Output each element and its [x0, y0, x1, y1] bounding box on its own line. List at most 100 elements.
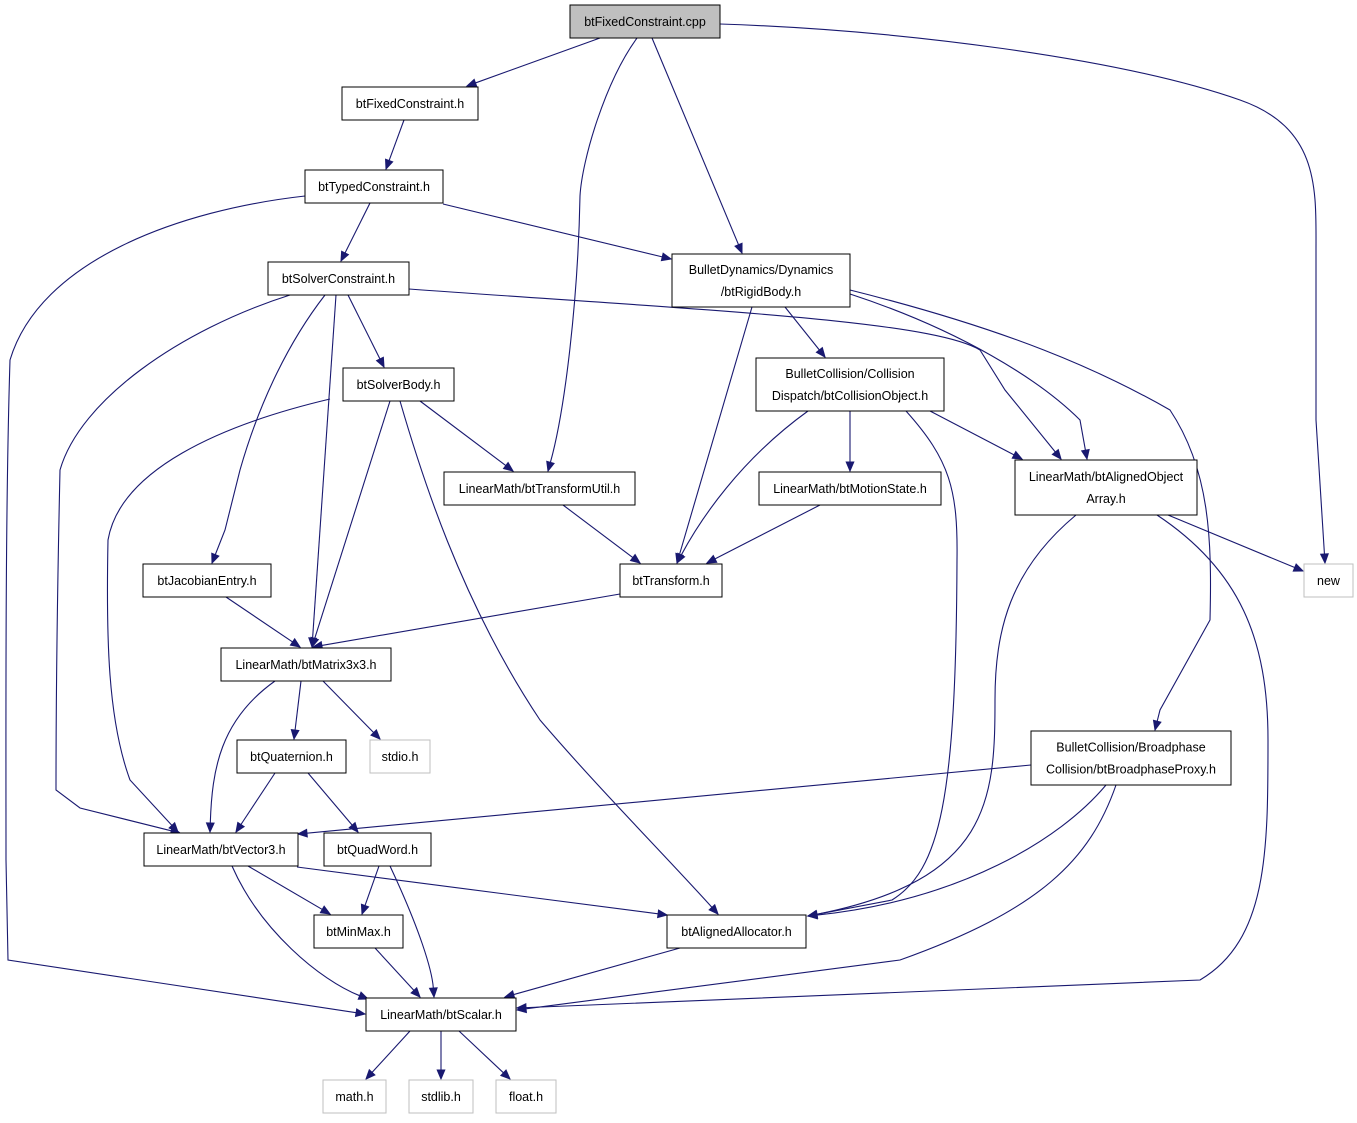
- node-newh[interactable]: new: [1303, 563, 1354, 598]
- edge-broad-to-alloc: [806, 784, 1107, 920]
- edge-arrowhead: [289, 637, 302, 648]
- edge-line: [849, 289, 1212, 722]
- edge-line: [1167, 514, 1295, 569]
- node-float[interactable]: float.h: [495, 1079, 557, 1114]
- edge-arrowhead: [357, 991, 370, 1000]
- edge-arrowhead: [428, 987, 438, 999]
- edge-line: [816, 784, 1107, 916]
- edge-arrowhead: [734, 242, 743, 255]
- node-box: [619, 563, 723, 598]
- edge-arrowhead: [290, 729, 300, 741]
- edge-arrowhead: [436, 1069, 446, 1081]
- node-box: [1030, 730, 1232, 786]
- node-broad[interactable]: BulletCollision/BroadphaseCollision/btBr…: [1030, 730, 1232, 786]
- edge-rigid-to-transform: [675, 306, 753, 565]
- edge-line: [214, 294, 326, 555]
- edge-line: [5, 195, 357, 1014]
- edge-root-to-rigid: [651, 37, 743, 255]
- edge-arrowhead: [1319, 553, 1329, 565]
- node-transform[interactable]: btTransform.h: [619, 563, 723, 598]
- edge-arrowhead: [515, 1004, 528, 1014]
- node-quat[interactable]: btQuaternion.h: [236, 739, 347, 774]
- node-matrix[interactable]: LinearMath/btMatrix3x3.h: [220, 647, 392, 682]
- node-collobj[interactable]: BulletCollision/CollisionDispatch/btColl…: [755, 357, 945, 412]
- node-label: LinearMath/btAlignedObject: [1029, 470, 1184, 484]
- edge-line: [225, 596, 293, 643]
- edge-line: [106, 398, 331, 826]
- edge-line: [525, 784, 1117, 1010]
- node-box: [313, 914, 404, 949]
- node-label: btFixedConstraint.h: [356, 97, 464, 111]
- edge-line: [296, 866, 659, 915]
- node-label: LinearMath/btMatrix3x3.h: [235, 658, 376, 672]
- node-minmax[interactable]: btMinMax.h: [313, 914, 404, 949]
- edge-collobj-to-aligned: [929, 410, 1024, 460]
- node-label: BulletCollision/Broadphase: [1056, 741, 1205, 755]
- edge-line: [312, 294, 337, 639]
- edge-vector-to-minmax: [247, 865, 332, 915]
- node-box: [758, 471, 942, 506]
- edge-arrowhead: [168, 821, 179, 833]
- node-jacob[interactable]: btJacobianEntry.h: [142, 563, 272, 598]
- node-alloc[interactable]: btAlignedAllocator.h: [666, 914, 807, 949]
- node-label: btTypedConstraint.h: [318, 180, 430, 194]
- edge-quadw-to-scalar: [389, 865, 438, 999]
- edge-arrowhead: [815, 346, 826, 359]
- edge-arrowhead: [319, 905, 332, 915]
- node-label: Dispatch/btCollisionObject.h: [772, 389, 928, 403]
- node-typed[interactable]: btTypedConstraint.h: [304, 169, 444, 204]
- edge-line: [240, 772, 276, 825]
- edge-arrowhead: [629, 553, 642, 564]
- edge-rigid-to-collobj: [784, 306, 826, 359]
- edge-arrowhead: [546, 460, 555, 473]
- edge-solverb-to-tutil: [419, 400, 515, 472]
- node-label: btFixedConstraint.cpp: [584, 15, 706, 29]
- edge-arrowhead: [365, 1068, 376, 1080]
- node-box: [143, 832, 299, 867]
- node-quadw[interactable]: btQuadWord.h: [323, 832, 432, 867]
- edge-line: [374, 947, 415, 991]
- node-label: btJacobianEntry.h: [157, 574, 256, 588]
- node-vector[interactable]: LinearMath/btVector3.h: [143, 832, 299, 867]
- node-math[interactable]: math.h: [322, 1079, 387, 1114]
- node-stdio[interactable]: stdio.h: [369, 739, 431, 774]
- edge-typed-to-scalar: [5, 195, 367, 1018]
- node-root[interactable]: btFixedConstraint.cpp: [569, 4, 721, 39]
- node-label: LinearMath/btVector3.h: [156, 843, 285, 857]
- node-box: [671, 253, 851, 308]
- edge-solverc-to-jacob: [211, 294, 326, 565]
- node-stdlib[interactable]: stdlib.h: [408, 1079, 474, 1114]
- edge-arrowhead: [370, 729, 381, 740]
- node-rigid[interactable]: BulletDynamics/Dynamics/btRigidBody.h: [671, 253, 851, 308]
- node-solverc[interactable]: btSolverConstraint.h: [267, 261, 410, 296]
- edge-line: [307, 772, 353, 826]
- edge-matrix-to-quat: [290, 680, 302, 741]
- edge-arrowhead: [1051, 448, 1062, 460]
- node-box: [236, 739, 347, 774]
- node-scalar[interactable]: LinearMath/btScalar.h: [365, 997, 517, 1032]
- edge-rigid-to-broad: [849, 289, 1212, 732]
- edge-line: [388, 119, 405, 161]
- node-box: [322, 1079, 387, 1114]
- edge-line: [562, 504, 634, 559]
- node-motion[interactable]: LinearMath/btMotionState.h: [758, 471, 942, 506]
- edge-root-to-tutil: [546, 37, 638, 473]
- node-tutil[interactable]: LinearMath/btTransformUtil.h: [443, 471, 636, 506]
- edge-line: [849, 293, 1086, 451]
- node-label: btTransform.h: [632, 574, 709, 588]
- node-label: btMinMax.h: [326, 925, 391, 939]
- edge-solverb-to-matrix: [310, 400, 391, 649]
- edge-solverb-to-vector: [106, 398, 331, 833]
- node-solverb[interactable]: btSolverBody.h: [342, 367, 455, 402]
- node-label: float.h: [509, 1090, 543, 1104]
- edge-scalar-to-stdlib: [436, 1031, 446, 1081]
- edge-jacob-to-matrix: [225, 596, 302, 648]
- edge-arrowhead: [705, 554, 718, 564]
- node-label: btQuadWord.h: [337, 843, 418, 857]
- edge-solverc-to-aligned: [408, 288, 1062, 460]
- edge-line: [679, 306, 753, 555]
- edge-line: [399, 400, 713, 908]
- edge-arrowhead: [503, 990, 516, 999]
- node-fixedh[interactable]: btFixedConstraint.h: [341, 86, 479, 121]
